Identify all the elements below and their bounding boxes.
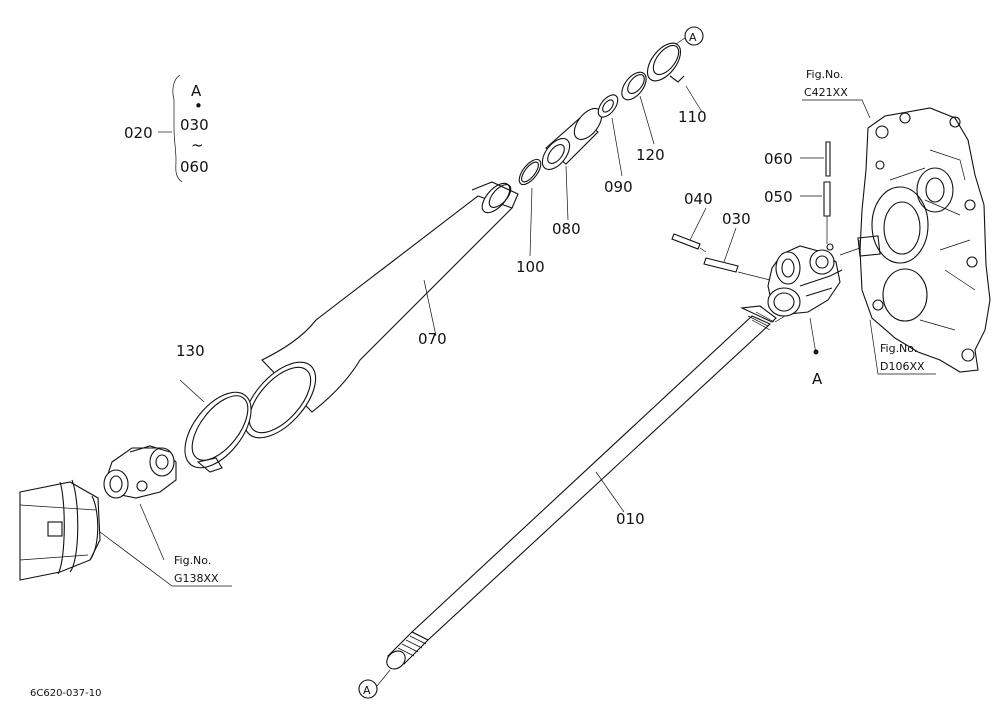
clamp-110: [646, 42, 685, 83]
group-020-dot: •: [194, 97, 203, 115]
group-020-first: 030: [180, 116, 209, 134]
point-a-dot: [813, 349, 819, 355]
universal-joint-left: [103, 445, 177, 499]
label-130: 130: [176, 342, 205, 360]
diagram-code: 6C620-037-10: [30, 688, 101, 699]
left-housing: [19, 479, 101, 581]
circle-a-marker-bottom: A: [358, 669, 391, 699]
leader-lines: [139, 74, 824, 561]
fig-ref-c421-code: C421XX: [804, 86, 848, 99]
o-ring-100: [518, 158, 542, 186]
washer-090: [597, 94, 619, 118]
label-040: 040: [684, 190, 713, 208]
fig-ref-c421: Fig.No. C421XX: [802, 68, 871, 119]
circle-a-marker-top: A: [675, 26, 704, 46]
label-090: 090: [604, 178, 633, 196]
sleeve-080: [541, 107, 603, 171]
label-070: 070: [418, 330, 447, 348]
group-020: 020 A • 030 ~ 060: [124, 82, 209, 176]
fig-ref-c421-title: Fig.No.: [806, 68, 843, 81]
band-clamp-130: [184, 391, 252, 473]
label-120: 120: [636, 146, 665, 164]
pin-050: [823, 181, 831, 244]
label-080: 080: [552, 220, 581, 238]
transmission-case: [839, 107, 991, 373]
fig-ref-d106: Fig.No. D106XX: [869, 319, 936, 375]
label-030: 030: [722, 210, 751, 228]
label-060: 060: [764, 150, 793, 168]
label-020: 020: [124, 124, 153, 142]
pin-040: [671, 233, 707, 253]
fig-ref-g138-title: Fig.No.: [174, 554, 211, 567]
group-020-top: A: [191, 82, 202, 100]
group-020-tilde: ~: [191, 136, 204, 154]
tube-070: [243, 181, 519, 439]
circle-a-bottom-text: A: [363, 684, 371, 697]
label-100: 100: [516, 258, 545, 276]
shaft-010: [386, 305, 786, 670]
label-050: 050: [764, 188, 793, 206]
group-020-last: 060: [180, 158, 209, 176]
fig-ref-d106-code: D106XX: [880, 360, 925, 373]
circle-a-top-text: A: [689, 31, 697, 44]
fig-ref-g138-code: G138XX: [174, 572, 219, 585]
part-labels: 110 120 090 080 100 070 130 010 040 030 …: [176, 108, 823, 528]
pin-030: [703, 257, 771, 281]
label-110: 110: [678, 108, 707, 126]
seal-120: [621, 71, 647, 101]
pin-060: [825, 141, 831, 177]
fig-ref-d106-title: Fig.No.: [880, 342, 917, 355]
label-010: 010: [616, 510, 645, 528]
fig-ref-g138: Fig.No. G138XX: [99, 531, 232, 587]
label-point-a: A: [812, 370, 823, 388]
universal-joint-right: [767, 243, 843, 317]
